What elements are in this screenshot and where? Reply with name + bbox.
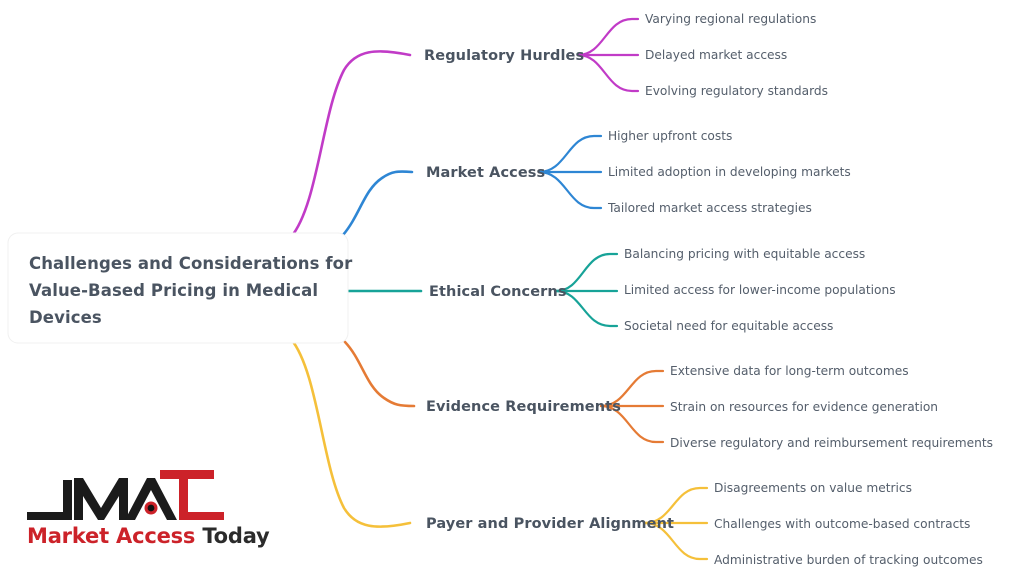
leaf-label[interactable]: Societal need for equitable access [624,319,833,333]
leaf-links-ethical-concerns [554,252,619,328]
leaf-link [537,170,603,210]
branch-links [289,50,423,528]
leaf-label[interactable]: Varying regional regulations [645,12,816,26]
link-root-to-regulatory-hurdles [289,50,412,239]
leaf-label[interactable]: Balancing pricing with equitable access [624,247,865,261]
leaf-label[interactable]: Diverse regulatory and reimbursement req… [670,436,993,450]
leaf-label[interactable]: Tailored market access strategies [607,201,812,215]
leaf-links-evidence-requirements [599,369,665,444]
leaf-label[interactable]: Higher upfront costs [608,129,732,143]
branch-label-payer-and-provider-alignment[interactable]: Payer and Provider Alignment [426,516,674,532]
leaf-link [576,53,640,93]
logo-letter-t-stem [179,479,224,520]
leaf-label[interactable]: Disagreements on value metrics [714,481,912,495]
leaf-label[interactable]: Evolving regulatory standards [645,84,828,98]
root-node-box [7,232,349,344]
link-root-to-payer-and-provider-alignment [289,337,412,528]
logo-wordmark-red: Market Access [27,524,196,548]
leaf-link [554,252,619,293]
leaf-link [643,521,709,561]
leaf-label[interactable]: Strain on resources for evidence generat… [670,400,938,414]
leaf-link [576,17,640,57]
branch-label-market-access[interactable]: Market Access [426,165,545,181]
logo-wordmark-dark: Today [195,524,270,548]
root-node-label-line2: Value-Based Pricing in Medical [29,281,318,300]
logo-letter-t-bar [160,470,214,479]
leaf-links-market-access [537,134,603,210]
leaf-link [643,486,709,525]
leaf-label[interactable]: Administrative burden of tracking outcom… [714,553,983,567]
logo-wordmark: Market Access Today [27,524,270,548]
leaf-link [599,369,665,408]
logo-left-bar [27,480,72,520]
leaf-link [537,134,603,174]
root-node[interactable]: Challenges and Considerations for Value-… [7,232,353,344]
logo-letter-m [74,478,128,520]
branch-label-regulatory-hurdles[interactable]: Regulatory Hurdles [424,48,584,64]
leaf-link [554,289,619,328]
leaf-label[interactable]: Extensive data for long-term outcomes [670,364,909,378]
logo: Market Access Today [27,466,270,561]
root-node-label-line1: Challenges and Considerations for [29,254,353,273]
mat-logo-mark-icon [27,470,224,520]
leaf-label[interactable]: Delayed market access [645,48,787,62]
root-node-label-line3: Devices [29,308,102,327]
logo-dot-core-icon [147,504,155,512]
leaf-label[interactable]: Limited adoption in developing markets [608,165,851,179]
leaf-label[interactable]: Challenges with outcome-based contracts [714,517,970,531]
leaf-links-payer-and-provider-alignment [643,486,709,561]
leaf-label[interactable]: Limited access for lower-income populati… [624,283,896,297]
leaf-links-regulatory-hurdles [576,17,640,93]
branch-label-ethical-concerns[interactable]: Ethical Concerns [429,284,567,300]
link-root-to-evidence-requirements [343,340,416,408]
branch-label-evidence-requirements[interactable]: Evidence Requirements [426,399,621,415]
link-root-to-market-access [341,170,414,237]
logo-letter-a [125,478,177,520]
leaf-link [599,404,665,444]
